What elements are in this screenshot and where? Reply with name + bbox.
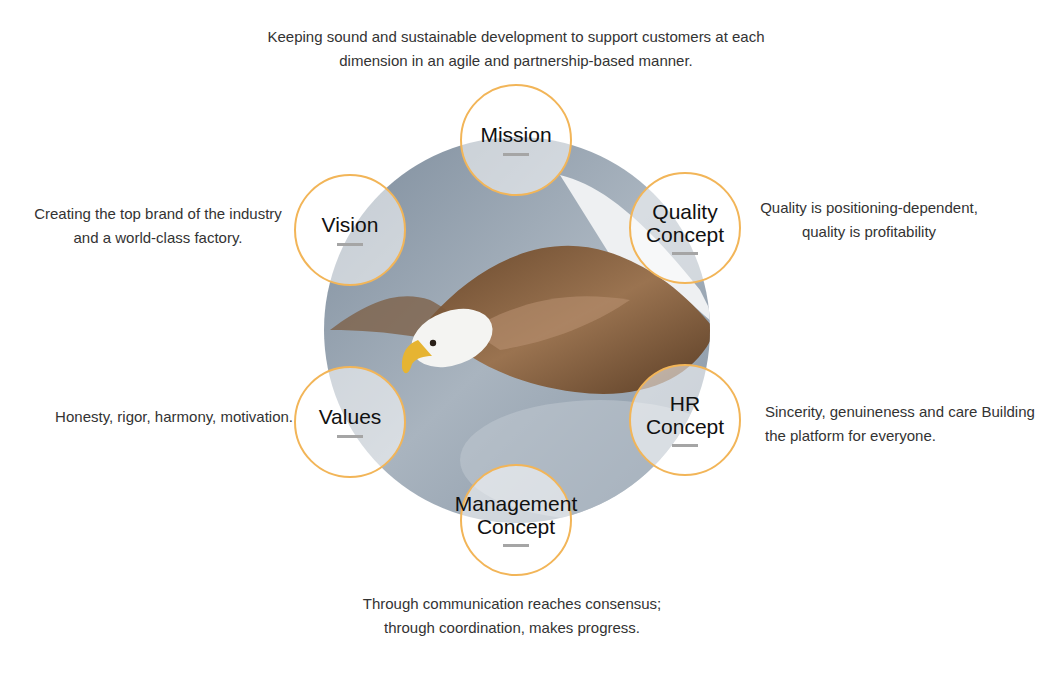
concept-circle: Vision: [294, 174, 406, 286]
concept-description: Honesty, rigor, harmony, motivation.: [55, 405, 293, 429]
concept-circle: Management Concept: [460, 464, 572, 576]
circle-content: Quality Concept: [631, 174, 739, 282]
circle-content: HR Concept: [631, 366, 739, 474]
title-underline: [672, 252, 698, 255]
circle-content: Mission: [462, 86, 570, 194]
concept-title: Management Concept: [455, 493, 578, 538]
concept-circle: Values: [294, 366, 406, 478]
title-underline: [503, 153, 529, 156]
concept-description: Sincerity, genuineness and care Building…: [765, 400, 1035, 448]
concept-title: Quality Concept: [646, 201, 724, 246]
circle-content: Vision: [296, 176, 404, 284]
title-underline: [337, 435, 363, 438]
concept-circle: Mission: [460, 84, 572, 196]
concept-description: Creating the top brand of the industry a…: [24, 202, 292, 250]
title-underline: [503, 544, 529, 547]
concept-title: HR Concept: [646, 393, 724, 438]
concept-circle: HR Concept: [629, 364, 741, 476]
title-underline: [672, 444, 698, 447]
concept-title: Values: [319, 406, 382, 429]
circle-content: Management Concept: [462, 466, 570, 574]
title-underline: [337, 243, 363, 246]
concept-description: Keeping sound and sustainable developmen…: [258, 25, 774, 73]
concept-description: Quality is positioning-dependent, qualit…: [742, 196, 996, 244]
concept-circle: Quality Concept: [629, 172, 741, 284]
concept-title: Mission: [480, 124, 551, 147]
concept-title: Vision: [322, 214, 379, 237]
circle-content: Values: [296, 368, 404, 476]
concept-description: Through communication reaches consensus;…: [360, 592, 664, 640]
